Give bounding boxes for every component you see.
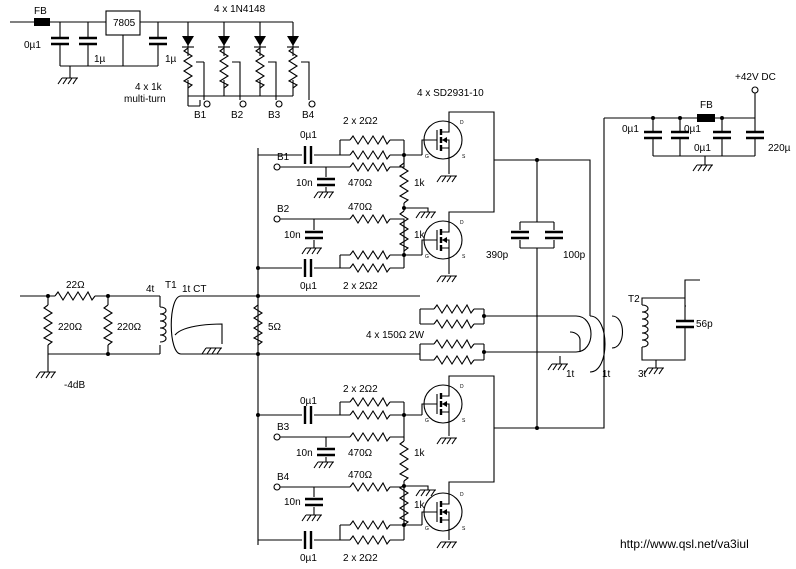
c-0u1-g3-label: 0µ1 (300, 396, 317, 407)
r-220-b-label: 220Ω (117, 322, 142, 333)
c-10n-1-label: 10n (296, 178, 313, 189)
cap-0u1-label: 0µ1 (24, 40, 41, 51)
output-transformer: T2 56p 3t 1t (589, 279, 713, 380)
b1-out-label: B1 (194, 110, 207, 121)
turns-3t-label: 3t (638, 369, 647, 380)
turns-1t-b-label: 1t (602, 369, 611, 380)
diodes-label: 4 x 1N4148 (214, 4, 266, 15)
lower-pair: 0µ1 0µ1 2 x 2Ω2 2 x 2Ω2 B3 10n 470Ω 1k B… (258, 372, 605, 564)
t1-label: T1 (165, 280, 177, 291)
r-220-a-label: 220Ω (58, 322, 83, 333)
svg-text:D: D (460, 220, 464, 226)
bias-supply: FB 7805 4 x 1N4148 0µ1 1µ 1µ (10, 4, 316, 121)
svg-text:S: S (462, 154, 466, 160)
mosfet-q3: D G S (421, 375, 495, 483)
r-2x2r2-1-label: 2 x 2Ω2 (343, 116, 378, 127)
mosfet-q2: D G S (421, 211, 470, 283)
diode-trimmer-chain (182, 22, 316, 108)
c-10n-2-label: 10n (284, 230, 301, 241)
fb-right-label: FB (700, 100, 713, 111)
gate-bus: 5Ω 4 x 150Ω 2W 1t (253, 148, 592, 545)
svg-text:G: G (425, 418, 429, 424)
upper-pair: 0µ1 0µ1 2 x 2Ω2 2 x 2Ω2 B1 10n 470Ω 1k B… (258, 88, 591, 372)
svg-text:S: S (462, 526, 466, 532)
turns-1t-a-label: 1t (566, 369, 575, 380)
b4-in-label: B4 (277, 472, 290, 483)
r-2x2r2-3-label: 2 x 2Ω2 (343, 384, 378, 395)
ferrite-bead-top-left (34, 18, 50, 26)
r-150-label: 4 x 150Ω 2W (366, 330, 425, 341)
input-network: 22Ω 220Ω 220Ω -4dB 4t T1 1t CT (20, 280, 258, 391)
c-0u1-r3-label: 0µ1 (694, 143, 711, 154)
atten-label: -4dB (64, 380, 85, 391)
supply-filter: +42V DC FB 0µ1 0µ1 0µ1 220µ (603, 72, 791, 360)
t1-ct-label: 1t CT (182, 284, 206, 295)
junctions (46, 116, 724, 527)
r-1k-2-label: 1k (414, 230, 426, 241)
b3-in-label: B3 (277, 422, 290, 433)
c-100p-label: 100p (563, 250, 586, 261)
c-0u1-r2-label: 0µ1 (684, 124, 701, 135)
b2-in-label: B2 (277, 204, 290, 215)
svg-text:D: D (460, 120, 464, 126)
cap-1u-a-label: 1µ (94, 54, 106, 65)
svg-text:S: S (462, 254, 466, 260)
svg-text:G: G (425, 254, 429, 260)
r-22-label: 22Ω (66, 280, 85, 291)
svg-text:G: G (425, 526, 429, 532)
fb-top-left-label: FB (34, 6, 47, 17)
b3-out-label: B3 (268, 110, 281, 121)
r-1k-4-label: 1k (414, 500, 426, 511)
r-2x2r2-2-label: 2 x 2Ω2 (343, 281, 378, 292)
r-470-2-label: 470Ω (348, 202, 373, 213)
svg-text:D: D (460, 492, 464, 498)
trimmers-label: 4 x 1k (135, 82, 163, 93)
r-1k-3-label: 1k (414, 448, 426, 459)
r-2x2r2-4-label: 2 x 2Ω2 (343, 553, 378, 564)
r-470-3-label: 470Ω (348, 448, 373, 459)
r-470-1-label: 470Ω (348, 178, 373, 189)
r-1k-1-label: 1k (414, 178, 426, 189)
cap-1u-b-label: 1µ (165, 54, 177, 65)
c-0u1-r1-label: 0µ1 (622, 124, 639, 135)
svg-text:G: G (425, 154, 429, 160)
c-0u1-g4-label: 0µ1 (300, 553, 317, 564)
ferrite-bead-right (697, 114, 715, 122)
mosfet-q1: D G S (421, 111, 495, 213)
trimmers-type-label: multi-turn (124, 94, 166, 105)
c-0u1-g1-label: 0µ1 (300, 130, 317, 141)
mosfet-q4: D G S (421, 481, 470, 549)
c-10n-4-label: 10n (284, 497, 301, 508)
svg-text:S: S (462, 418, 466, 424)
source-url: http://www.qsl.net/va3iul (620, 537, 749, 551)
c-390p-label: 390p (486, 250, 509, 261)
c-220u-label: 220µ (768, 143, 791, 154)
b4-out-label: B4 (302, 110, 315, 121)
regulator-label: 7805 (113, 18, 136, 29)
turns-4t-label: 4t (146, 284, 155, 295)
svg-text:D: D (460, 384, 464, 390)
b1-in-label: B1 (277, 152, 290, 163)
c-10n-3-label: 10n (296, 448, 313, 459)
t2-label: T2 (628, 294, 640, 305)
b2-out-label: B2 (231, 110, 244, 121)
c-56p-label: 56p (696, 319, 713, 330)
r-5-label: 5Ω (268, 322, 282, 333)
c-0u1-g2-label: 0µ1 (300, 281, 317, 292)
mosfets-label: 4 x SD2931-10 (417, 88, 484, 99)
supply-label: +42V DC (735, 72, 776, 83)
r-470-4-label: 470Ω (348, 470, 373, 481)
